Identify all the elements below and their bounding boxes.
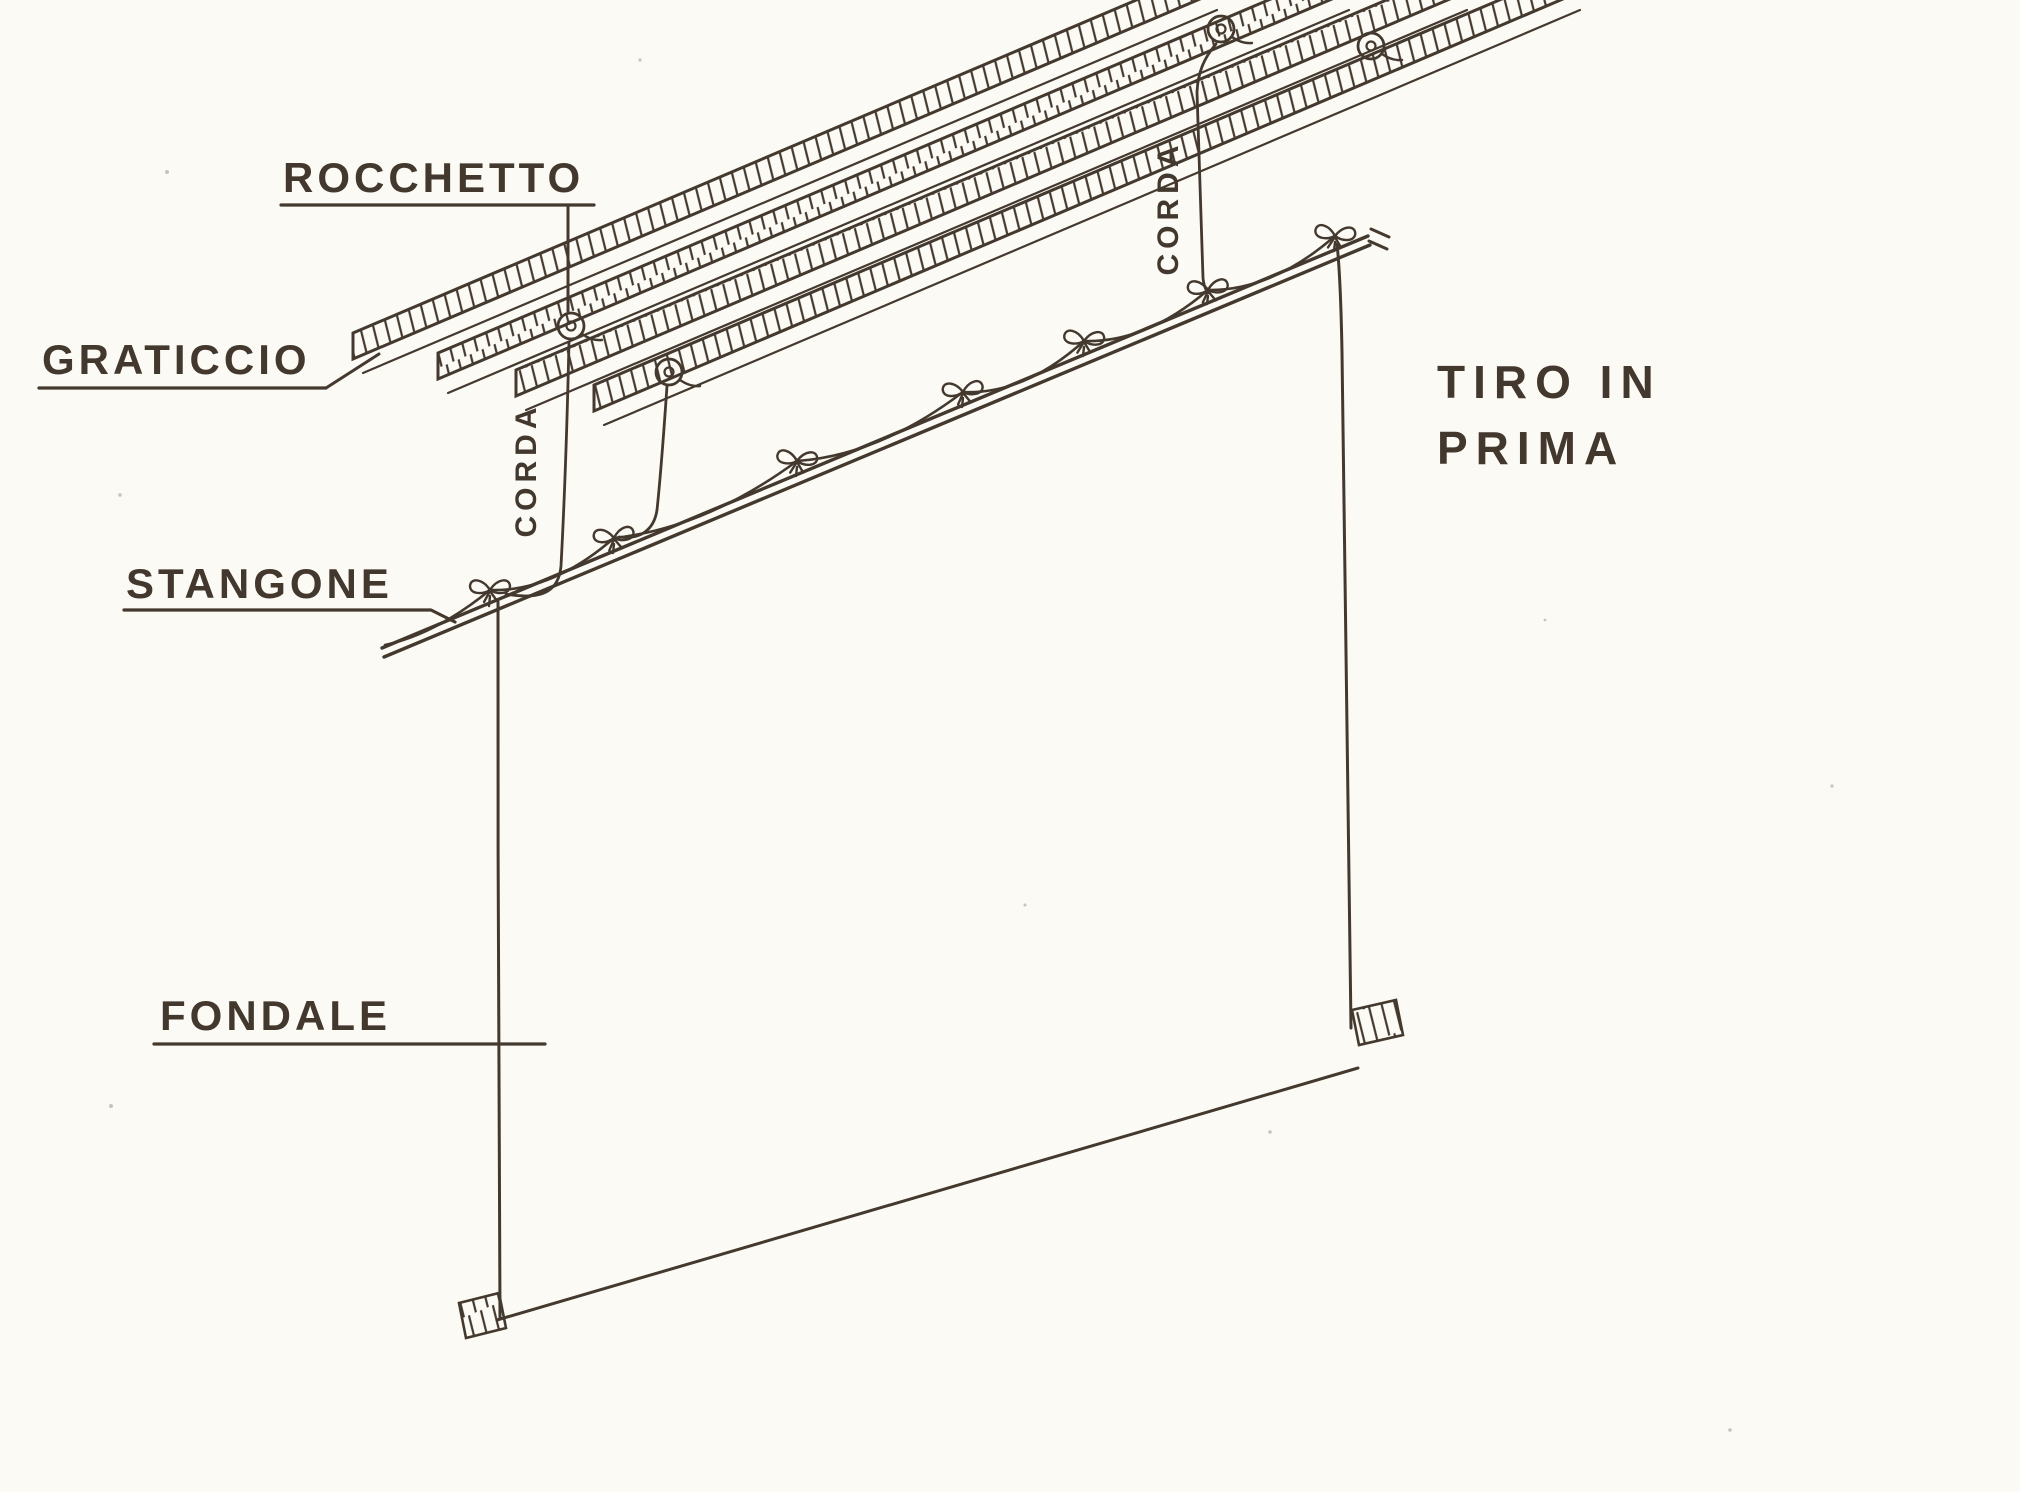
bow-tie-riser xyxy=(487,240,1337,608)
anchors xyxy=(457,998,1405,1340)
rocchetto-pulley xyxy=(654,357,702,388)
stangone-underline xyxy=(122,608,457,624)
paper-speckles xyxy=(109,58,1834,1432)
annotation-lines xyxy=(37,203,596,1046)
corda-rope-left xyxy=(504,340,571,598)
graticcio-grid xyxy=(351,0,1582,427)
corda-operating-line xyxy=(1335,242,1353,1030)
label-corda-right: CORDA xyxy=(1152,141,1185,276)
grid-rail-edge-line xyxy=(602,8,1582,427)
rocchetto-pulley xyxy=(556,311,604,342)
fondale-backdrop xyxy=(495,600,1360,1322)
pulleys xyxy=(556,14,1404,388)
labels: ROCCHETTO GRATICCIO STANGONE FONDALE COR… xyxy=(42,141,1662,1040)
label-graticcio: GRATICCIO xyxy=(42,336,311,383)
tie-bows xyxy=(468,223,1357,604)
grid-rail xyxy=(351,0,1202,362)
label-corda-left: CORDA xyxy=(510,403,543,538)
label-fondale: FONDALE xyxy=(160,992,391,1039)
rope-swag xyxy=(383,234,1337,647)
fondale-left-edge xyxy=(496,600,502,1320)
graticcio-leader-line xyxy=(324,352,381,390)
grid-rail xyxy=(514,0,1452,399)
rocchetto-pulley xyxy=(1206,14,1254,45)
label-tiro-in-prima-line2: PRIMA xyxy=(1437,422,1625,474)
grid-rail xyxy=(436,0,1334,382)
stangone-end-tick xyxy=(1367,227,1391,251)
grid-rail-edge-line xyxy=(524,8,1469,412)
grid-rail-edge-line xyxy=(361,8,1219,375)
fondale-bottom-edge xyxy=(495,1066,1360,1322)
rope-swags xyxy=(383,234,1337,647)
tie-off-anchor xyxy=(1350,998,1405,1047)
label-rocchetto: ROCCHETTO xyxy=(283,154,584,201)
tie-off-anchor xyxy=(457,1291,508,1340)
label-tiro-in-prima-line1: TIRO IN xyxy=(1437,356,1662,408)
grid-rail xyxy=(592,0,1565,414)
rocchetto-pulley xyxy=(1356,31,1404,62)
label-stangone: STANGONE xyxy=(126,560,393,607)
